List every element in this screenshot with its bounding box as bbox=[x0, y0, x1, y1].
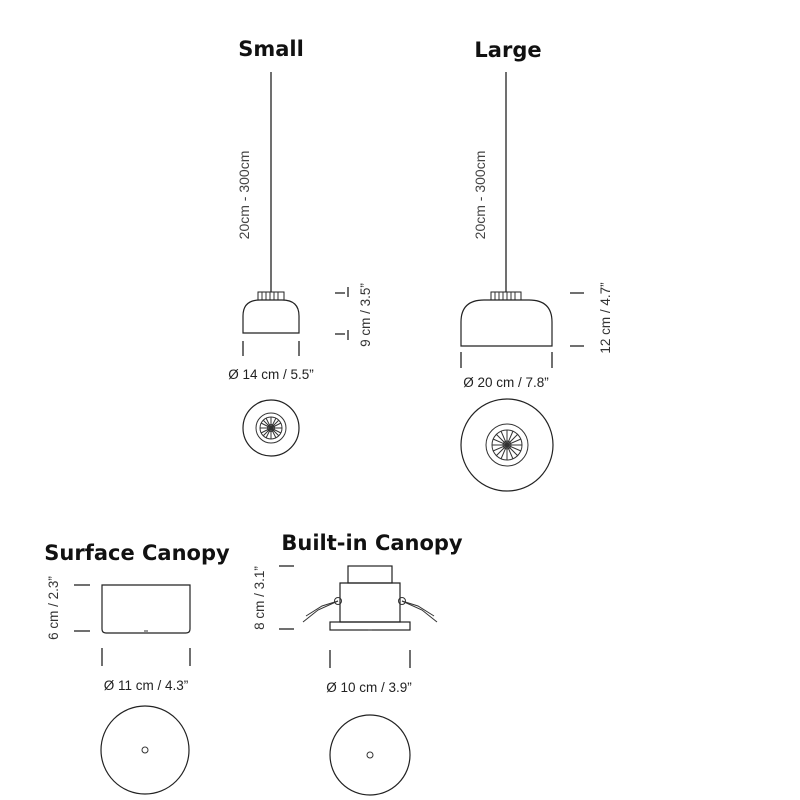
small-diameter-label: Ø 14 cm / 5.5” bbox=[228, 367, 314, 382]
built-in-canopy-height-label: 8 cm / 3.1” bbox=[252, 566, 267, 630]
built-in-flange bbox=[329, 621, 411, 631]
large-diameter-label: Ø 20 cm / 7.8” bbox=[463, 375, 549, 390]
large-shade bbox=[460, 299, 553, 347]
built-in-canopy-diameter-label: Ø 10 cm / 3.9” bbox=[326, 680, 412, 695]
large-title: Large bbox=[474, 38, 541, 62]
large-cord-length-label: 20cm - 300cm bbox=[472, 151, 488, 240]
small-cord-length-label: 20cm - 300cm bbox=[236, 151, 252, 240]
surface-canopy-diameter-label: Ø 11 cm / 4.3” bbox=[104, 678, 189, 693]
surface-canopy-body bbox=[101, 584, 191, 634]
surface-canopy-top-view bbox=[100, 705, 190, 795]
surface-canopy-height-label: 6 cm / 2.3” bbox=[46, 576, 61, 640]
built-in-canopy-top-view bbox=[329, 714, 411, 796]
built-in-canopy: Built-in Canopy 8 cm / 3.1” Ø 10 cm / 3.… bbox=[252, 531, 463, 796]
small-socket bbox=[257, 291, 285, 301]
small-top-view bbox=[242, 399, 300, 457]
large-height-label: 12 cm / 4.7” bbox=[598, 282, 613, 353]
large-pendant: Large 20cm - 300cm 12 cm / 4.7” Ø 20 cm … bbox=[460, 38, 613, 492]
small-pendant: Small 20cm - 300cm 9 cm / 3.5” Ø 14 cm /… bbox=[228, 37, 373, 457]
built-in-body bbox=[339, 582, 401, 623]
built-in-canopy-title: Built-in Canopy bbox=[281, 531, 463, 555]
large-socket bbox=[490, 291, 522, 301]
small-title: Small bbox=[238, 37, 304, 61]
small-shade bbox=[242, 299, 300, 334]
built-in-cap bbox=[347, 565, 393, 584]
surface-canopy: Surface Canopy 6 cm / 2.3” Ø 11 cm / 4.3… bbox=[44, 541, 230, 795]
built-in-left-spring-clip bbox=[302, 597, 342, 623]
surface-canopy-title: Surface Canopy bbox=[44, 541, 230, 565]
small-height-label: 9 cm / 3.5” bbox=[358, 283, 373, 347]
large-top-view bbox=[460, 398, 554, 492]
built-in-right-spring-clip bbox=[398, 597, 438, 623]
